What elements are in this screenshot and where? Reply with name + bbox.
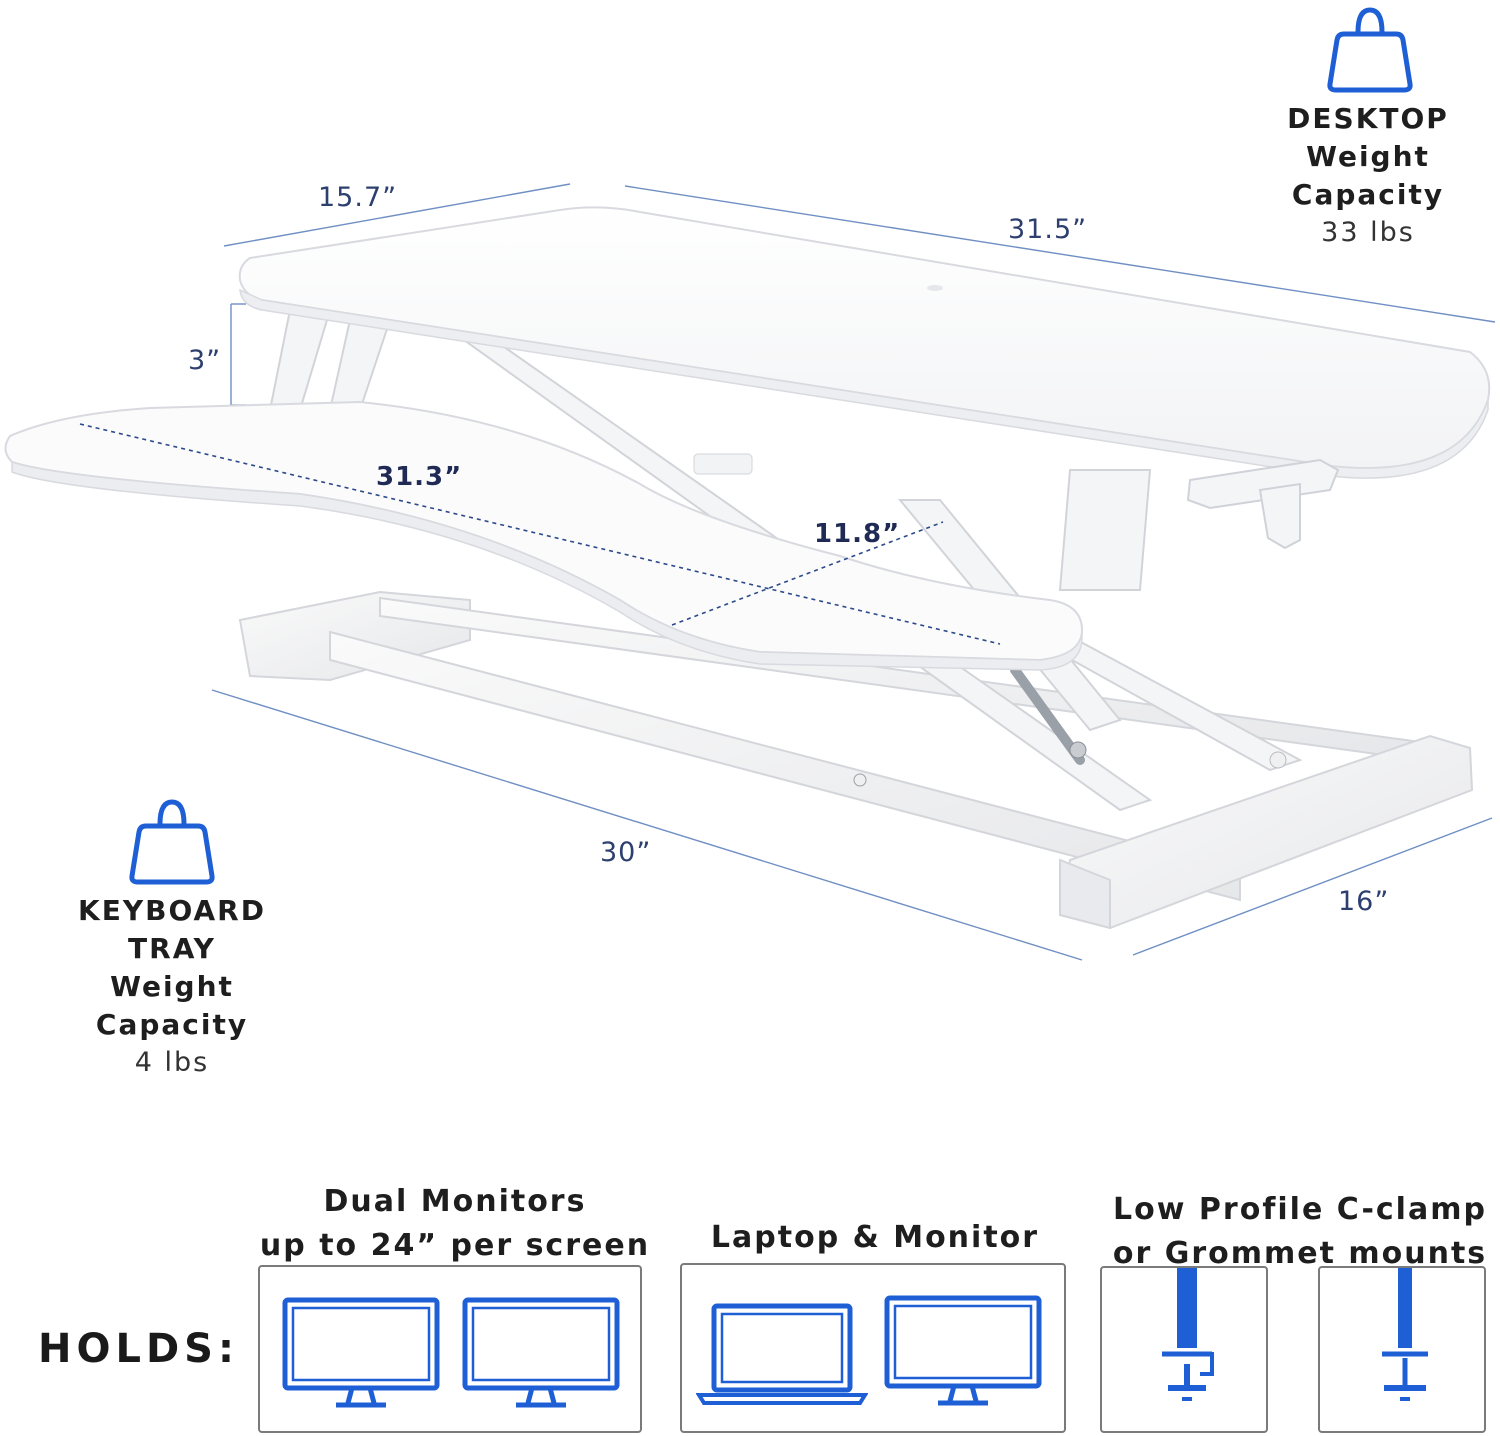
weight-bag-icon: [1327, 7, 1413, 93]
keyboard-capacity-title: KEYBOARD TRAY: [78, 894, 266, 965]
weight-bag-icon: [129, 799, 215, 885]
desktop-surface: [238, 206, 1491, 479]
feature-box-dual-monitors: [258, 1265, 642, 1433]
dimension-base-depth: 16”: [1338, 886, 1390, 917]
keyboard-capacity-value: 4 lbs: [134, 1047, 210, 1078]
desktop-capacity: DESKTOP Weight Capacity 33 lbs: [1230, 100, 1500, 252]
monitor-icon: [282, 1297, 440, 1408]
dimension-width-top: 31.5”: [1008, 214, 1088, 245]
grommet-icon: [1382, 1268, 1428, 1401]
c-clamp-icon: [1162, 1268, 1214, 1401]
dimension-tray-width: 31.3”: [376, 462, 463, 492]
desktop-capacity-title: DESKTOP: [1287, 102, 1449, 135]
feature-title-line: Laptop & Monitor: [710, 1220, 1040, 1255]
monitor-icon: [884, 1295, 1042, 1406]
monitor-icon: [462, 1297, 620, 1408]
feature-title-line: Low Profile C-clamp: [1113, 1192, 1487, 1227]
tray-dimension-lines: [79, 423, 1001, 645]
holds-label: HOLDS:: [38, 1326, 239, 1372]
clamp-bracket: [1186, 458, 1340, 550]
feature-title-line: or Grommet mounts: [1112, 1236, 1488, 1271]
keyboard-capacity: KEYBOARD TRAY Weight Capacity 4 lbs: [30, 892, 314, 1082]
dimension-height-gap: 3”: [188, 345, 222, 376]
feature-box-grommet: [1318, 1266, 1486, 1433]
feature-title-mounts: Low Profile C-clamp or Grommet mounts: [1100, 1188, 1500, 1276]
desktop-capacity-value: 33 lbs: [1321, 217, 1415, 248]
dimension-depth-top: 15.7”: [318, 182, 398, 213]
desktop-capacity-subtitle: Weight Capacity: [1291, 140, 1445, 211]
feature-title-dual-monitors: Dual Monitors up to 24” per screen: [258, 1180, 652, 1268]
keyboard-tray: [4, 400, 1084, 671]
feature-title-laptop-monitor: Laptop & Monitor: [680, 1216, 1070, 1260]
keyboard-capacity-subtitle: Weight Capacity: [95, 970, 249, 1041]
feature-box-c-clamp: [1100, 1266, 1268, 1433]
dimension-lines: [211, 183, 1496, 961]
gas-spring: [853, 665, 1287, 787]
feature-title-line: up to 24” per screen: [259, 1228, 651, 1263]
feature-box-laptop-monitor: [680, 1263, 1066, 1433]
dimension-base-width: 30”: [600, 837, 652, 868]
desk-converter-illustration: [4, 183, 1496, 961]
feature-title-line: Dual Monitors: [323, 1184, 587, 1219]
dimension-tray-depth: 11.8”: [814, 519, 901, 549]
laptop-icon: [696, 1303, 868, 1405]
